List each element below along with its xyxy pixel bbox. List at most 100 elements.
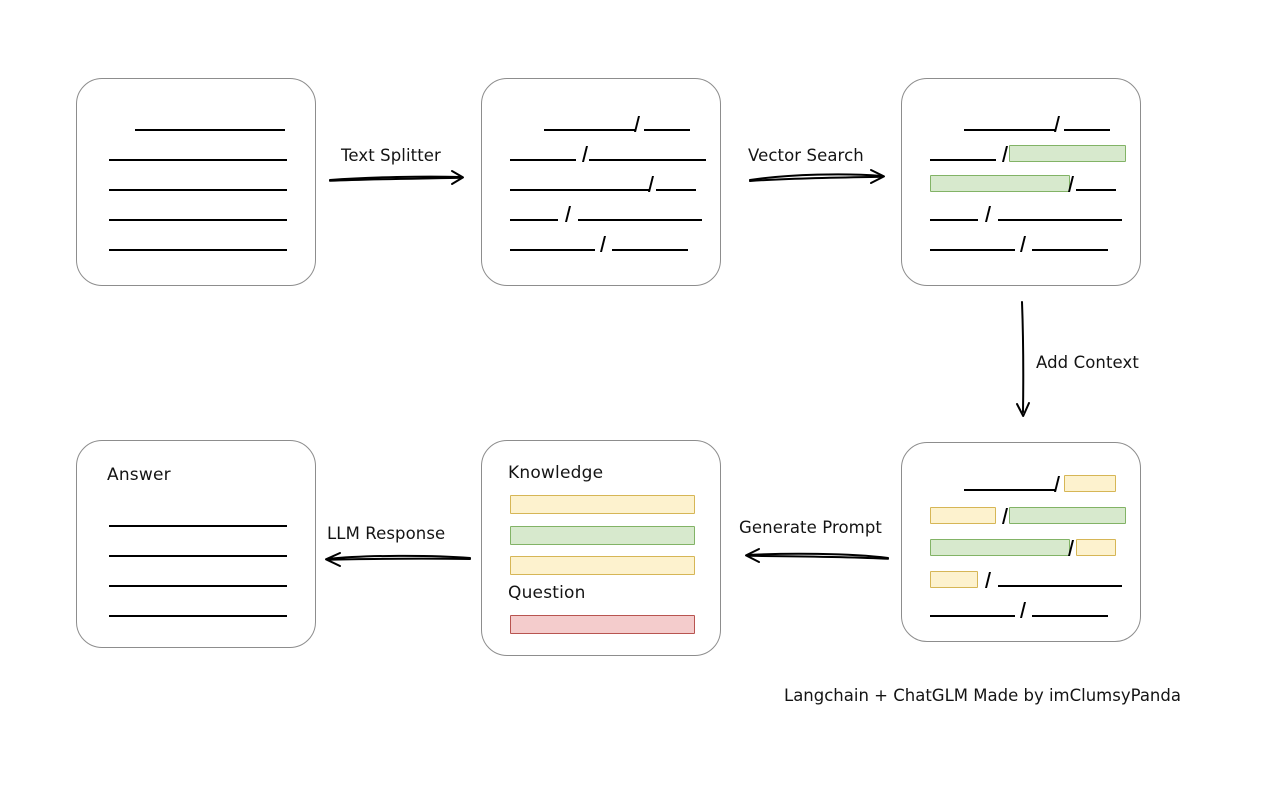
text-segment: [964, 129, 1056, 131]
footer-credit: Langchain + ChatGLM Made by imClumsyPand…: [784, 686, 1181, 705]
chunk-row: [482, 203, 722, 223]
edge-generate-prompt-arrow: [745, 548, 889, 563]
chunk-row: [482, 143, 722, 163]
text-line: [109, 585, 287, 587]
document-line: [77, 233, 317, 253]
slash-separator: [634, 116, 641, 132]
context-segment-green: [930, 538, 1070, 556]
question-bar: [510, 615, 695, 634]
slash-separator: [1054, 476, 1061, 492]
chunk-row: [902, 537, 1142, 557]
text-segment: [510, 219, 558, 221]
matched-segment-green: [930, 174, 1070, 192]
edge-vector-search-label: Vector Search: [748, 146, 864, 165]
text-segment: [930, 615, 1015, 617]
text-segment: [1064, 129, 1111, 131]
chunk-row: [482, 113, 722, 133]
text-line: [135, 129, 285, 131]
slash-separator: [565, 206, 572, 222]
text-segment: [1032, 615, 1109, 617]
slash-separator: [582, 146, 589, 162]
text-line: [109, 615, 287, 617]
question-label: Question: [508, 583, 586, 603]
matched-chunks-card[interactable]: [901, 78, 1141, 286]
text-segment: [578, 219, 703, 221]
edge-add-context-label: Add Context: [1036, 353, 1139, 372]
text-segment: [544, 129, 636, 131]
context-segment-yellow: [1064, 474, 1117, 492]
edge-text-splitter-arrow: [329, 170, 464, 185]
context-segment-yellow: [930, 570, 978, 588]
text-segment: [964, 489, 1056, 491]
knowledge-label: Knowledge: [508, 463, 604, 483]
matched-segment-green: [1009, 144, 1127, 162]
text-segment: [998, 219, 1123, 221]
knowledge-bar: [510, 556, 695, 575]
text-segment: [510, 159, 576, 161]
document-line: [77, 173, 317, 193]
edge-generate-prompt-label: Generate Prompt: [739, 518, 882, 537]
knowledge-bar: [510, 526, 695, 545]
text-segment: [656, 189, 697, 191]
slash-separator: [1020, 236, 1027, 252]
chunk-row: [482, 233, 722, 253]
prompt-card[interactable]: Knowledge Question: [481, 440, 721, 656]
slash-separator: [985, 206, 992, 222]
text-segment: [612, 249, 689, 251]
edge-add-context-arrow: [1016, 301, 1030, 417]
text-line: [109, 525, 287, 527]
chunk-row: [902, 505, 1142, 525]
slash-separator: [1020, 602, 1027, 618]
chunk-row: [902, 203, 1142, 223]
text-segment: [998, 585, 1123, 587]
source-document-card[interactable]: [76, 78, 316, 286]
text-segment: [510, 249, 595, 251]
text-segment: [1076, 189, 1117, 191]
edge-llm-response-label: LLM Response: [327, 524, 446, 543]
text-segment: [589, 159, 707, 161]
context-segment-yellow: [930, 506, 996, 524]
split-chunks-card[interactable]: [481, 78, 721, 286]
text-segment: [1032, 249, 1109, 251]
edge-text-splitter-label: Text Splitter: [341, 146, 441, 165]
text-line: [109, 159, 287, 161]
answer-line: [77, 599, 317, 619]
text-line: [109, 249, 287, 251]
text-segment: [930, 159, 996, 161]
edge-vector-search-arrow: [749, 169, 885, 184]
chunk-row: [902, 569, 1142, 589]
slash-separator: [600, 236, 607, 252]
slash-separator: [648, 176, 655, 192]
context-chunks-card[interactable]: [901, 442, 1141, 642]
answer-card[interactable]: Answer: [76, 440, 316, 648]
document-line: [77, 203, 317, 223]
knowledge-bar: [510, 495, 695, 514]
slash-separator: [985, 572, 992, 588]
chunk-row: [902, 233, 1142, 253]
text-segment: [930, 249, 1015, 251]
slash-separator: [1002, 146, 1009, 162]
chunk-row: [902, 173, 1142, 193]
text-segment: [510, 189, 650, 191]
chunk-row: [902, 143, 1142, 163]
answer-line: [77, 539, 317, 559]
document-line: [77, 113, 317, 133]
slash-separator: [1002, 508, 1009, 524]
edge-llm-response-arrow: [325, 552, 471, 567]
slash-separator: [1054, 116, 1061, 132]
chunk-row: [902, 113, 1142, 133]
answer-line: [77, 569, 317, 589]
text-segment: [644, 129, 691, 131]
text-segment: [930, 219, 978, 221]
context-segment-yellow: [1076, 538, 1117, 556]
document-line: [77, 143, 317, 163]
chunk-row: [902, 473, 1142, 493]
answer-label: Answer: [107, 465, 171, 485]
text-line: [109, 555, 287, 557]
text-line: [109, 189, 287, 191]
context-segment-green: [1009, 506, 1127, 524]
answer-line: [77, 509, 317, 529]
text-line: [109, 219, 287, 221]
chunk-row: [902, 599, 1142, 619]
